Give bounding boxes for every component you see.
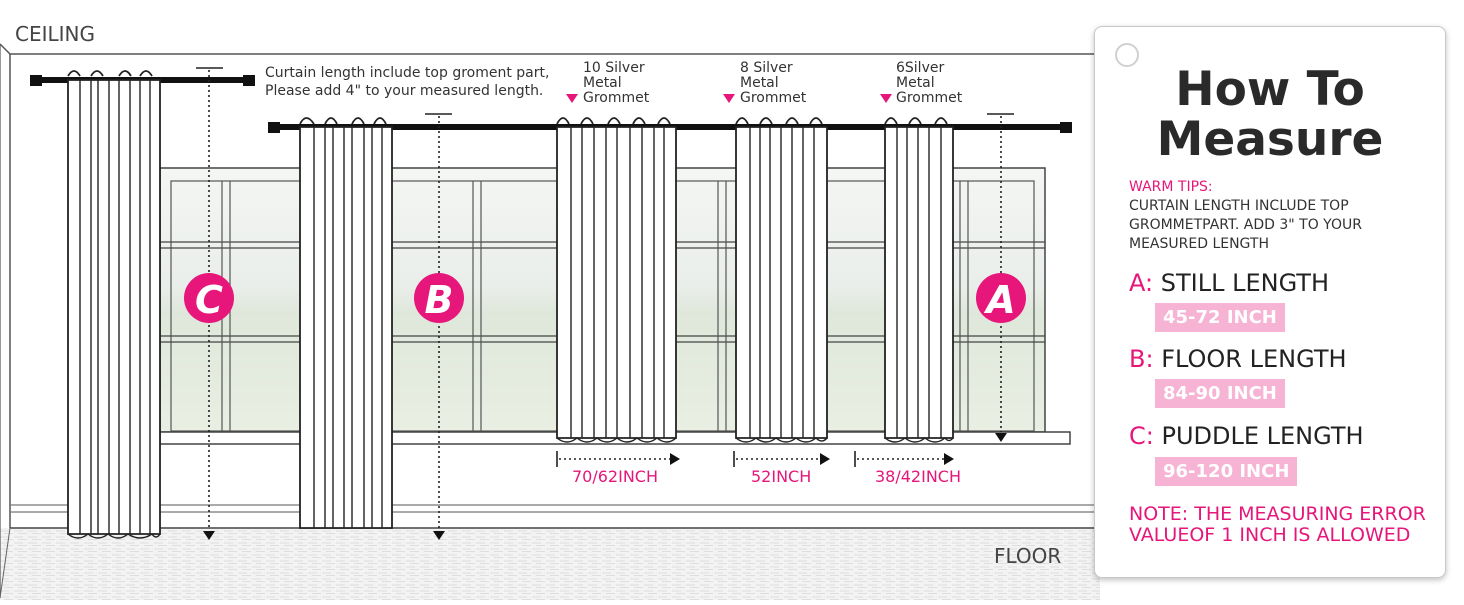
floor [0,528,1100,600]
warm-tips-line: MEASURED LENGTH [1129,236,1269,252]
item-label: PUDDLE LENGTH [1161,422,1364,450]
card-title: How To Measure [1095,65,1445,165]
width-measure-lines [556,451,944,467]
badge-c-circle [184,273,234,323]
grommet-markers [566,94,892,103]
grommet-note-line: 10 Silver [583,60,645,76]
warm-tips-line: CURTAIN LENGTH INCLUDE TOP [1129,198,1349,214]
grommet-note-line: Metal [740,75,779,91]
grommet-note-line: 6Silver [896,60,945,76]
curtain-panel-floor [299,117,393,529]
curtain-panel-medium [735,117,828,443]
curtain-panel-puddle [67,70,161,539]
item-puddle-length: C: PUDDLE LENGTH [1129,422,1364,450]
top-note-line1: Curtain length include top groment part, [265,65,550,81]
baseboard [10,504,1100,513]
range-still-length: 45-72 INCH [1155,303,1285,332]
badge-c: C [184,273,234,323]
range-floor-length: 84-90 INCH [1155,379,1285,408]
grommet-note-line: Metal [896,75,935,91]
item-key: A: [1129,269,1154,297]
item-label: FLOOR LENGTH [1161,345,1347,373]
range-puddle-length: 96-120 INCH [1155,457,1298,486]
card-title-line1: How To [1175,62,1365,117]
ceiling-label: CEILING [15,22,95,46]
grommet-marker-6 [880,94,892,103]
grommet-note-6: 6Silver Metal Grommet [896,61,962,106]
badge-b-circle [414,273,464,323]
how-to-measure-card: How To Measure WARM TIPS: CURTAIN LENGTH… [1094,26,1446,578]
grommet-marker-8 [723,94,735,103]
top-note-line2: Please add 4" to your measured length. [265,83,544,99]
grommet-note-line: 8 Silver [740,60,793,76]
warm-tips-line: GROMMETPART. ADD 3" TO YOUR [1129,217,1362,233]
card-title-line2: Measure [1156,112,1384,167]
width-label-narrow: 38/42INCH [875,467,961,486]
width-label-wide: 70/62INCH [572,467,658,486]
badge-b: B [414,273,464,323]
measure-b-arrow [433,531,445,540]
top-note: Curtain length include top groment part,… [265,64,549,100]
length-measure-arrows [203,433,1007,540]
grommet-note-8: 8 Silver Metal Grommet [740,61,806,106]
floor-label: FLOOR [994,544,1062,568]
badge-a: A [976,273,1026,323]
grommet-note-line: Grommet [740,90,807,106]
item-label: STILL LENGTH [1160,269,1330,297]
width-measure-arrows [670,453,954,465]
note-line: NOTE: THE MEASURING ERROR [1129,503,1426,525]
grommet-note-line: Grommet [896,90,963,106]
width-label-medium: 52INCH [751,467,812,486]
warm-tips-label: WARM TIPS: [1129,179,1213,195]
grommet-note-line: Metal [583,75,622,91]
curtain-panel-narrow [884,117,954,443]
measure-a-arrow [995,433,1007,442]
grommet-note-line: Grommet [583,90,650,106]
note-line: VALUEOF 1 INCH IS ALLOWED [1129,524,1411,546]
item-key: B: [1129,345,1154,373]
badge-b-letter: B [425,278,454,322]
measuring-error-note: NOTE: THE MEASURING ERROR VALUEOF 1 INCH… [1129,504,1426,546]
curtain-panel-wide [556,117,677,443]
badge-a-circle [976,273,1026,323]
grommet-marker-10 [566,94,578,103]
item-floor-length: B: FLOOR LENGTH [1129,345,1347,373]
warm-tips-text: CURTAIN LENGTH INCLUDE TOP GROMMETPART. … [1129,197,1362,254]
badge-a-letter: A [983,278,1015,322]
badge-c-letter: C [195,278,223,322]
tag-hole-icon [1115,43,1139,67]
item-key: C: [1129,422,1154,450]
measure-c-arrow [203,531,215,540]
grommet-note-10: 10 Silver Metal Grommet [583,61,649,106]
item-still-length: A: STILL LENGTH [1129,269,1329,297]
